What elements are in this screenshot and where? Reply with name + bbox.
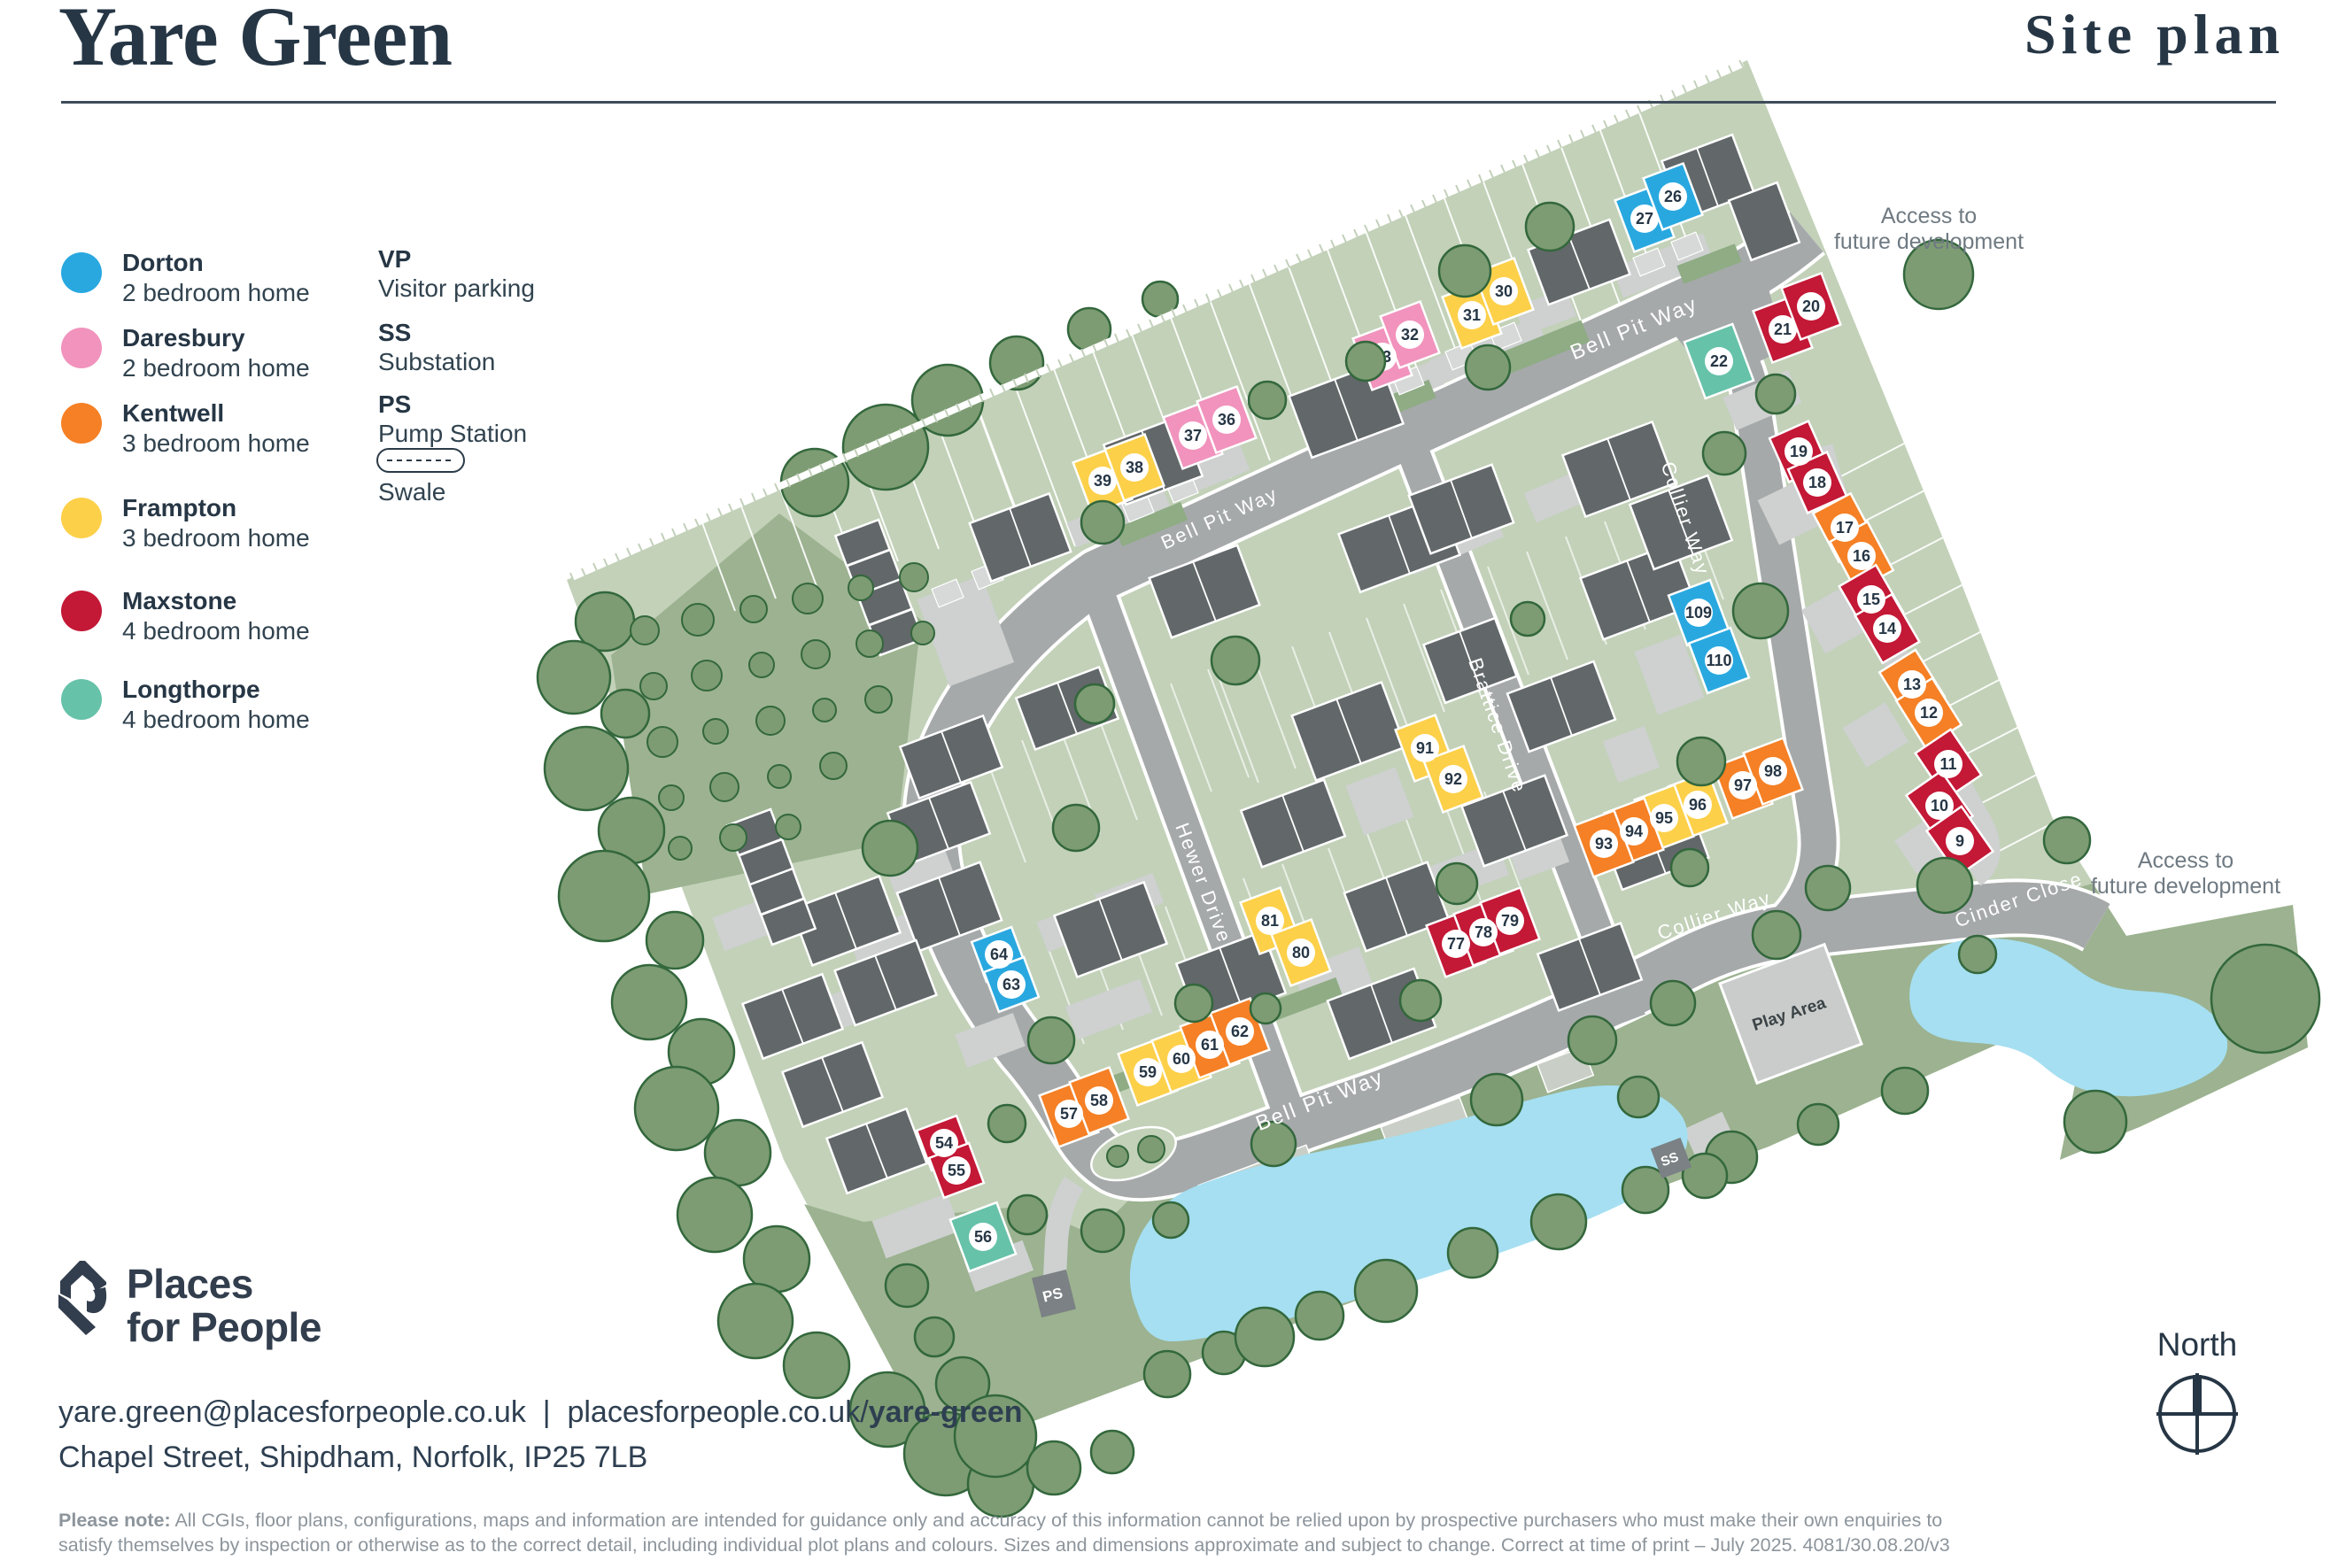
svg-text:37: 37 — [1184, 427, 1202, 444]
svg-text:19: 19 — [1790, 443, 1808, 460]
svg-text:60: 60 — [1173, 1050, 1190, 1068]
svg-text:27: 27 — [1636, 210, 1653, 228]
svg-text:11: 11 — [1939, 755, 1956, 773]
svg-text:110: 110 — [1706, 652, 1731, 669]
svg-text:94: 94 — [1625, 823, 1643, 840]
svg-text:77: 77 — [1447, 935, 1465, 953]
svg-text:36: 36 — [1218, 411, 1235, 429]
svg-text:80: 80 — [1292, 944, 1310, 962]
svg-text:SS: SS — [1659, 1149, 1681, 1170]
svg-text:93: 93 — [1595, 835, 1613, 853]
svg-text:20: 20 — [1802, 297, 1820, 315]
svg-text:PS: PS — [1041, 1285, 1064, 1306]
svg-text:96: 96 — [1689, 796, 1707, 814]
svg-text:12: 12 — [1920, 704, 1938, 722]
svg-text:92: 92 — [1444, 770, 1462, 788]
svg-text:38: 38 — [1126, 459, 1143, 476]
svg-text:18: 18 — [1808, 474, 1826, 491]
svg-text:21: 21 — [1774, 321, 1792, 338]
svg-text:Access to: Access to — [1881, 204, 1977, 228]
svg-text:91: 91 — [1416, 739, 1434, 757]
svg-text:15: 15 — [1862, 591, 1880, 608]
svg-text:Access to: Access to — [2138, 848, 2233, 873]
svg-text:97: 97 — [1734, 776, 1752, 794]
svg-text:9: 9 — [1955, 832, 1964, 850]
svg-text:109: 109 — [1685, 604, 1712, 622]
svg-text:10: 10 — [1931, 797, 1948, 815]
svg-text:78: 78 — [1475, 923, 1492, 941]
svg-text:17: 17 — [1836, 519, 1854, 537]
svg-text:58: 58 — [1090, 1092, 1108, 1109]
svg-text:81: 81 — [1261, 912, 1279, 930]
svg-text:future development: future development — [2091, 874, 2280, 899]
svg-text:14: 14 — [1878, 620, 1896, 637]
svg-text:22: 22 — [1710, 352, 1728, 370]
svg-text:63: 63 — [1003, 976, 1020, 993]
svg-text:32: 32 — [1401, 326, 1419, 344]
svg-text:future development: future development — [1834, 229, 2024, 254]
svg-text:55: 55 — [948, 1162, 965, 1179]
svg-text:57: 57 — [1060, 1105, 1078, 1123]
svg-text:64: 64 — [990, 946, 1008, 963]
svg-text:16: 16 — [1853, 547, 1870, 565]
svg-text:26: 26 — [1664, 188, 1682, 205]
svg-text:13: 13 — [1903, 676, 1921, 693]
svg-text:31: 31 — [1463, 306, 1481, 324]
svg-text:39: 39 — [1094, 472, 1111, 490]
svg-text:56: 56 — [974, 1228, 992, 1246]
svg-text:98: 98 — [1764, 762, 1782, 780]
svg-text:61: 61 — [1201, 1036, 1219, 1054]
svg-text:95: 95 — [1655, 809, 1673, 827]
svg-text:79: 79 — [1501, 912, 1519, 930]
svg-text:54: 54 — [935, 1134, 953, 1152]
svg-text:59: 59 — [1139, 1063, 1157, 1081]
svg-text:30: 30 — [1495, 282, 1513, 300]
svg-text:62: 62 — [1231, 1023, 1249, 1040]
